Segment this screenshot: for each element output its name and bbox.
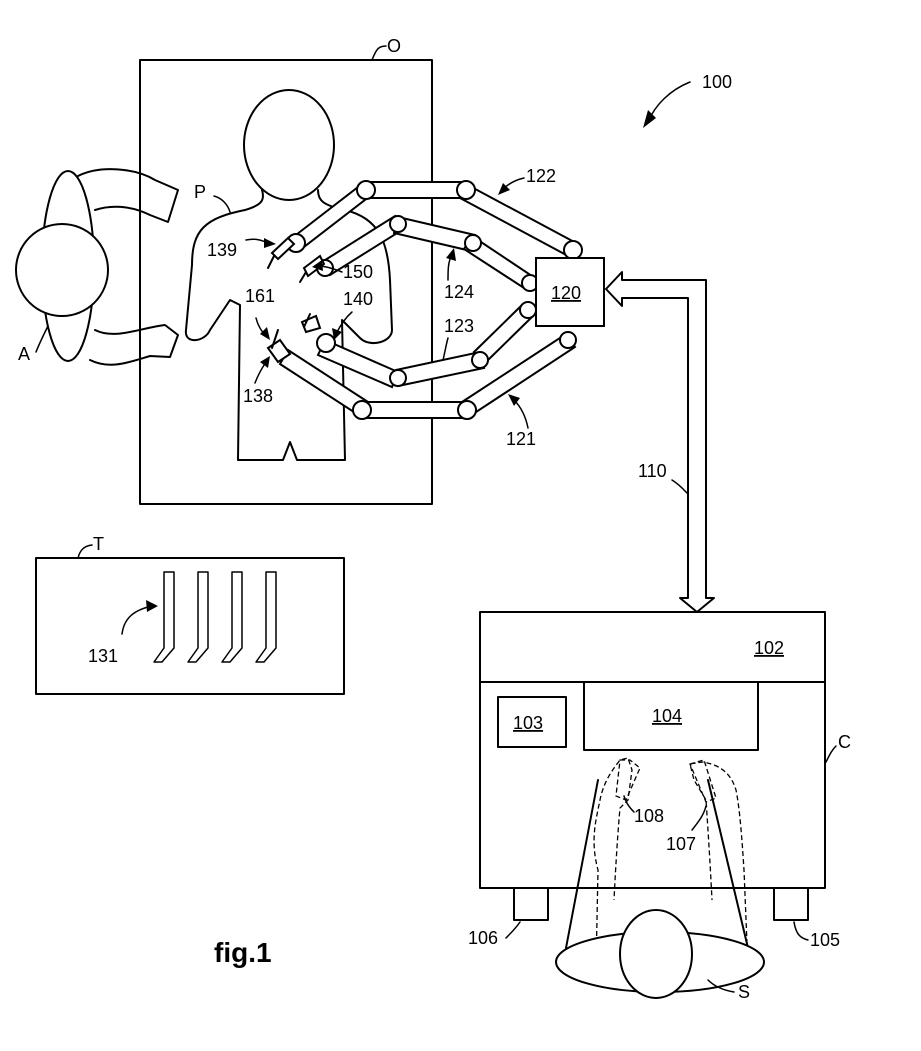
label-input-108: 108 (634, 806, 664, 826)
manipulator-arm-122 (287, 181, 582, 259)
label-patient: P (194, 182, 206, 202)
label-system: 100 (702, 72, 732, 92)
assistant-arm-lower (90, 325, 178, 365)
foot-pedal-105 (774, 888, 808, 920)
assistant-head (16, 224, 108, 316)
label-tool-140: 140 (343, 289, 373, 309)
spare-instruments (154, 572, 276, 662)
label-pedal-105: 105 (810, 930, 840, 950)
console-leader (826, 746, 836, 762)
label-tool-138: 138 (243, 386, 273, 406)
assistant-leader (36, 326, 48, 352)
label-instrument-131: 131 (88, 646, 118, 666)
table-leader (372, 46, 386, 60)
label-pedal-106: 106 (468, 928, 498, 948)
label-arm-122: 122 (526, 166, 556, 186)
label-tray: T (93, 534, 104, 554)
label-operating-table: O (387, 36, 401, 56)
patient-head (244, 90, 334, 200)
leader-106 (506, 922, 520, 938)
bus-leader (672, 480, 688, 494)
leader-123 (443, 338, 448, 360)
label-cart: 120 (551, 283, 581, 303)
label-tool-161: 161 (245, 286, 275, 306)
assistant-arm-upper (78, 169, 178, 222)
label-arm-121: 121 (506, 429, 536, 449)
label-surgeon: S (738, 982, 750, 1002)
leader-105 (794, 922, 808, 940)
instrument-tray (36, 558, 344, 694)
tool-138 (268, 330, 290, 362)
label-console: C (838, 732, 851, 752)
leader-107 (692, 806, 706, 830)
tray-leader (78, 545, 92, 558)
label-tool-139: 139 (207, 240, 237, 260)
foot-pedal-106 (514, 888, 548, 920)
leader-121 (514, 400, 528, 428)
label-input-107: 107 (666, 834, 696, 854)
label-monitor-104: 104 (652, 706, 682, 726)
label-bus: 110 (638, 461, 667, 481)
leader-108 (624, 796, 634, 812)
system-leader (648, 82, 690, 122)
label-console-103: 103 (513, 713, 543, 733)
label-arm-124: 124 (444, 282, 474, 302)
tool-140 (302, 314, 320, 332)
patient-leader (214, 196, 230, 212)
system-arrowhead (643, 110, 656, 128)
communication-bus (606, 272, 714, 612)
label-tool-150: 150 (343, 262, 373, 282)
figure-label: fig.1 (214, 937, 272, 968)
label-console-102: 102 (754, 638, 784, 658)
label-assistant: A (18, 344, 30, 364)
label-arm-123: 123 (444, 316, 474, 336)
